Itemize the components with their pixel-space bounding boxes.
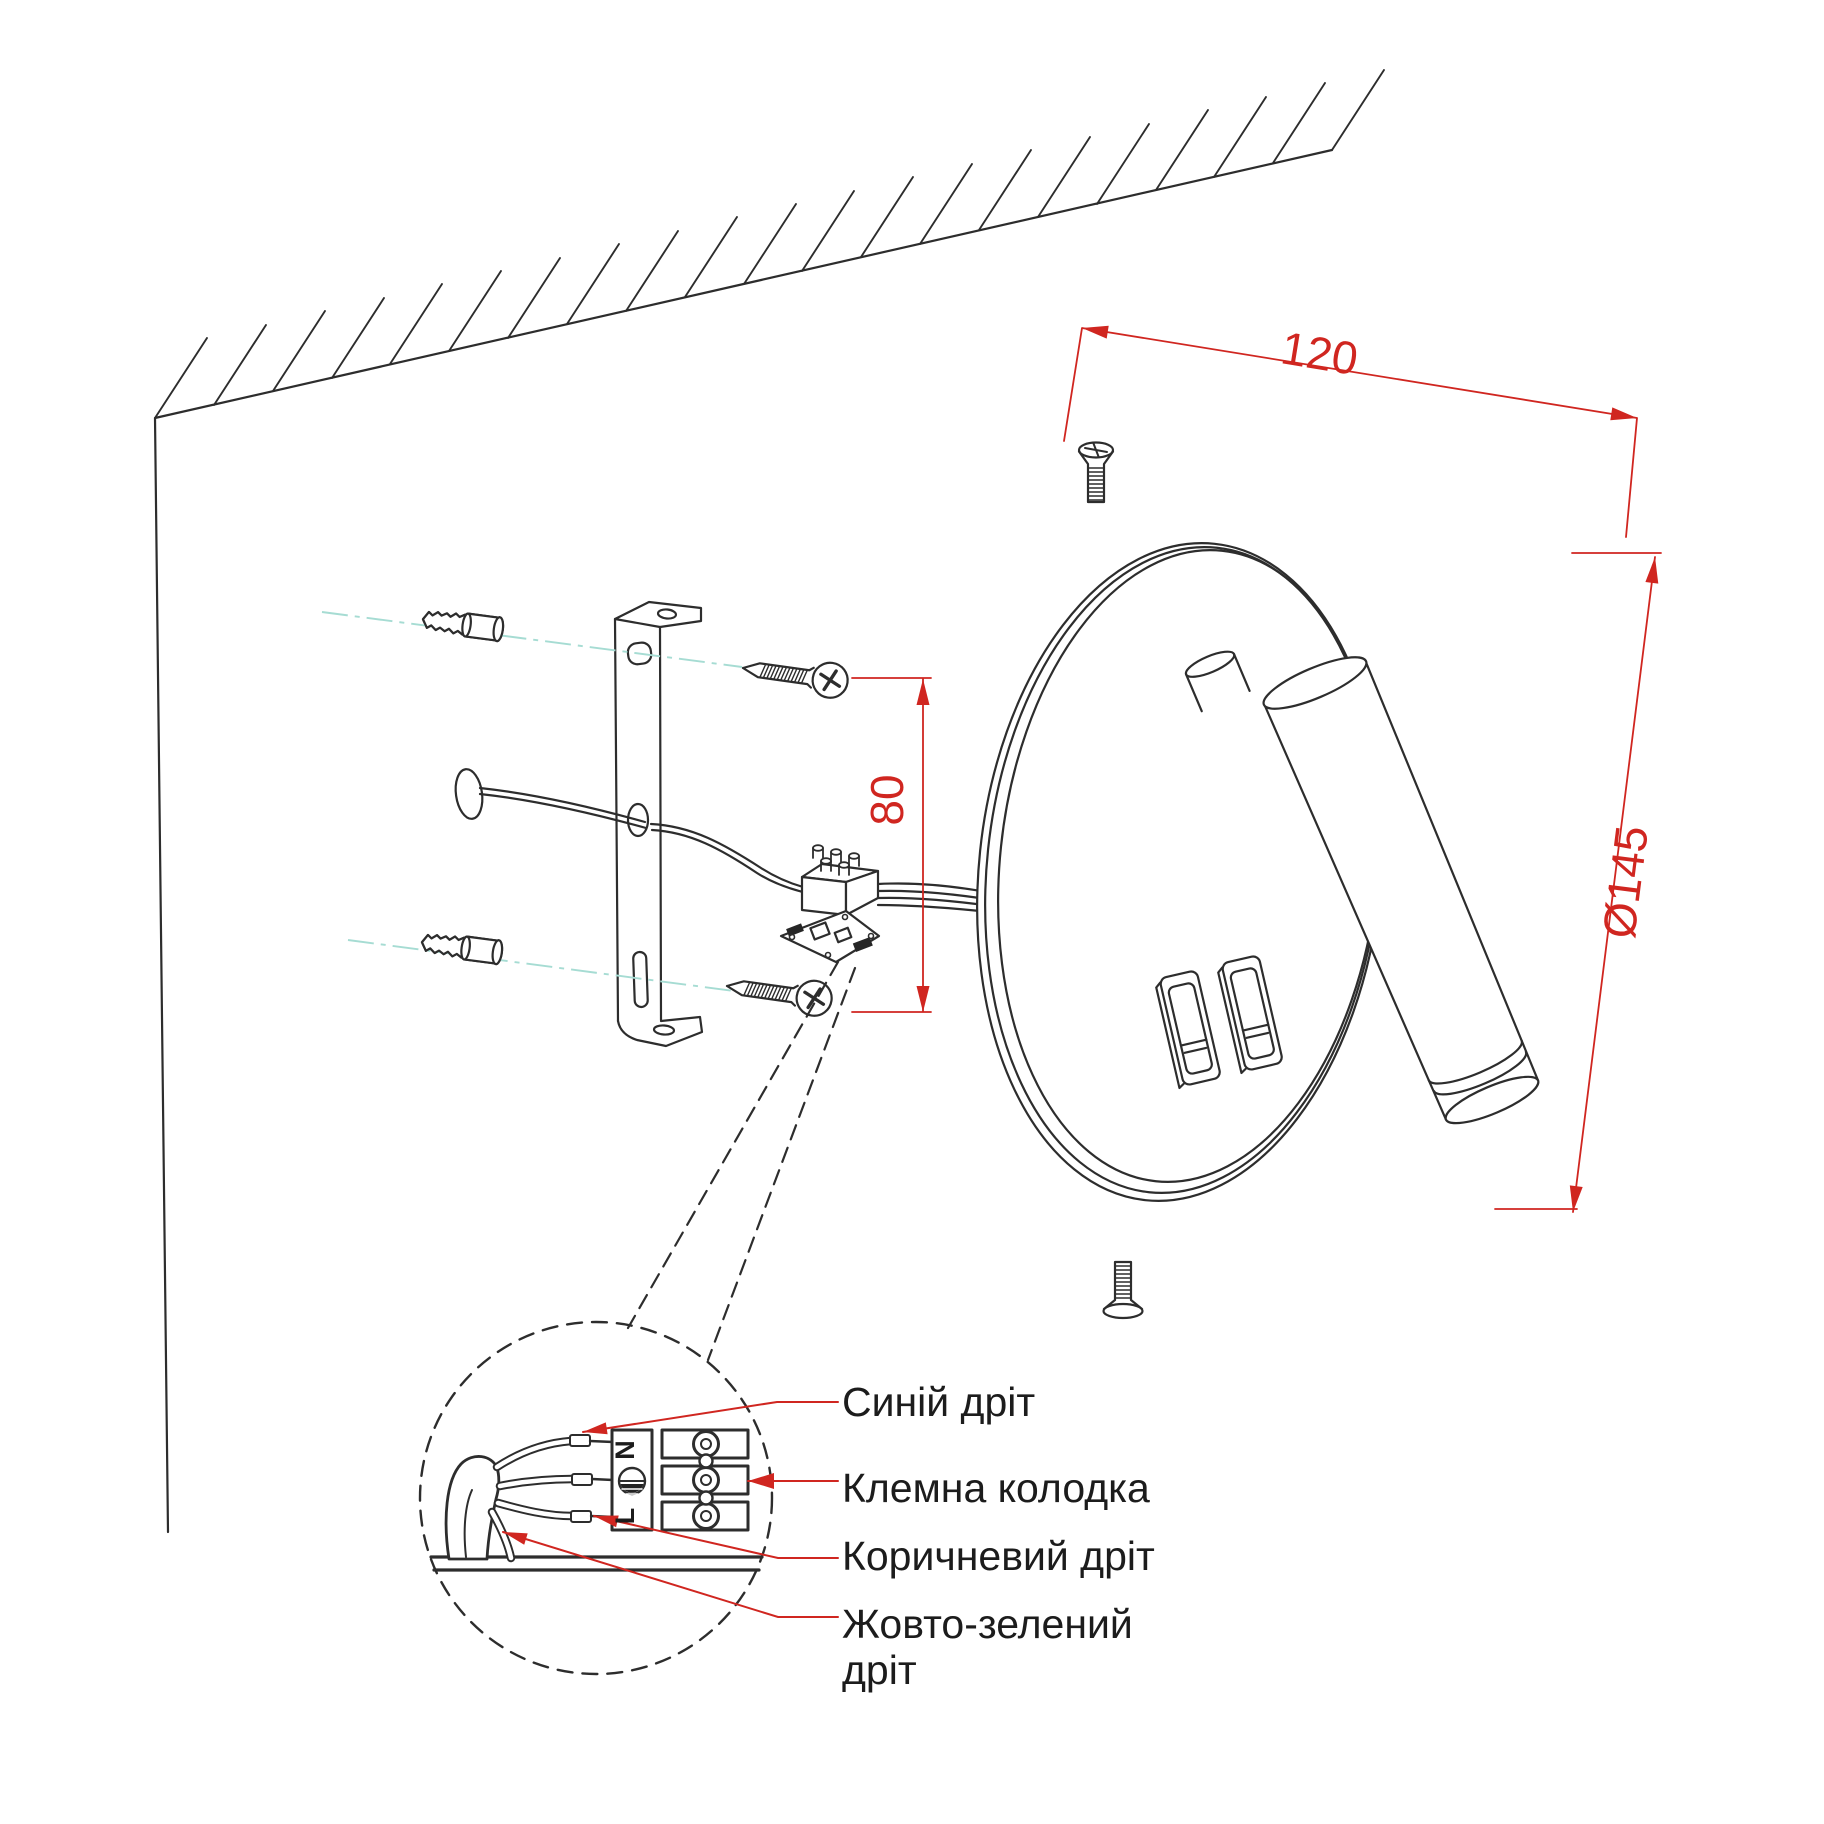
terminal-live-marking: L <box>610 1508 640 1525</box>
label-blue-wire: Синій дріт <box>842 1379 1035 1425</box>
terminal-neutral-marking: N <box>610 1440 640 1460</box>
dimension-80: 80 <box>851 677 932 1013</box>
earth-symbol-icon <box>617 1466 647 1496</box>
machine-screw-bottom <box>1102 1260 1144 1320</box>
detail-label-leaders <box>502 1401 839 1618</box>
mounting-screw-top <box>738 648 852 702</box>
black-linework <box>153 69 1540 1534</box>
label-yellow-green-wire-line2: дріт <box>842 1647 917 1693</box>
dimension-120-value: 120 <box>1278 321 1362 385</box>
reading-light-tube <box>1262 656 1540 1125</box>
detail-leader-lines <box>626 960 857 1362</box>
label-yellow-green-wire-line1: Жовто-зелений <box>842 1601 1133 1647</box>
lamp-hinge <box>1184 650 1251 713</box>
detail-wires <box>487 1434 615 1563</box>
mounting-screw-bottom <box>722 966 836 1020</box>
dimension-120: 120 <box>1063 321 1638 538</box>
anchor-axis-lines <box>321 611 743 992</box>
wall-lamp <box>976 542 1540 1202</box>
mains-cable <box>454 768 805 894</box>
dimensions: 120 80 Ø145 <box>502 321 1662 1618</box>
dimension-diameter-145: Ø145 <box>1494 552 1662 1213</box>
dimension-diameter-value: Ø145 <box>1592 823 1658 941</box>
machine-screw-top <box>1077 441 1115 504</box>
label-brown-wire: Коричневий дріт <box>842 1533 1155 1579</box>
lamp-wires <box>876 882 995 914</box>
driver-pcb <box>779 909 881 964</box>
detail-labels: N L Синій дріт Клемна колодка Коричневий… <box>610 1379 1155 1693</box>
terminal-block-main <box>800 844 880 917</box>
wall-surface <box>153 69 1385 1534</box>
wiring-detail-view <box>418 1320 774 1676</box>
mounting-bracket <box>613 600 704 1048</box>
terminal-block-detail <box>610 1428 750 1532</box>
label-terminal-block: Клемна колодка <box>842 1465 1150 1511</box>
dimension-80-value: 80 <box>861 774 913 825</box>
detail-circle <box>418 1320 774 1676</box>
cable-jacket <box>444 1455 501 1561</box>
